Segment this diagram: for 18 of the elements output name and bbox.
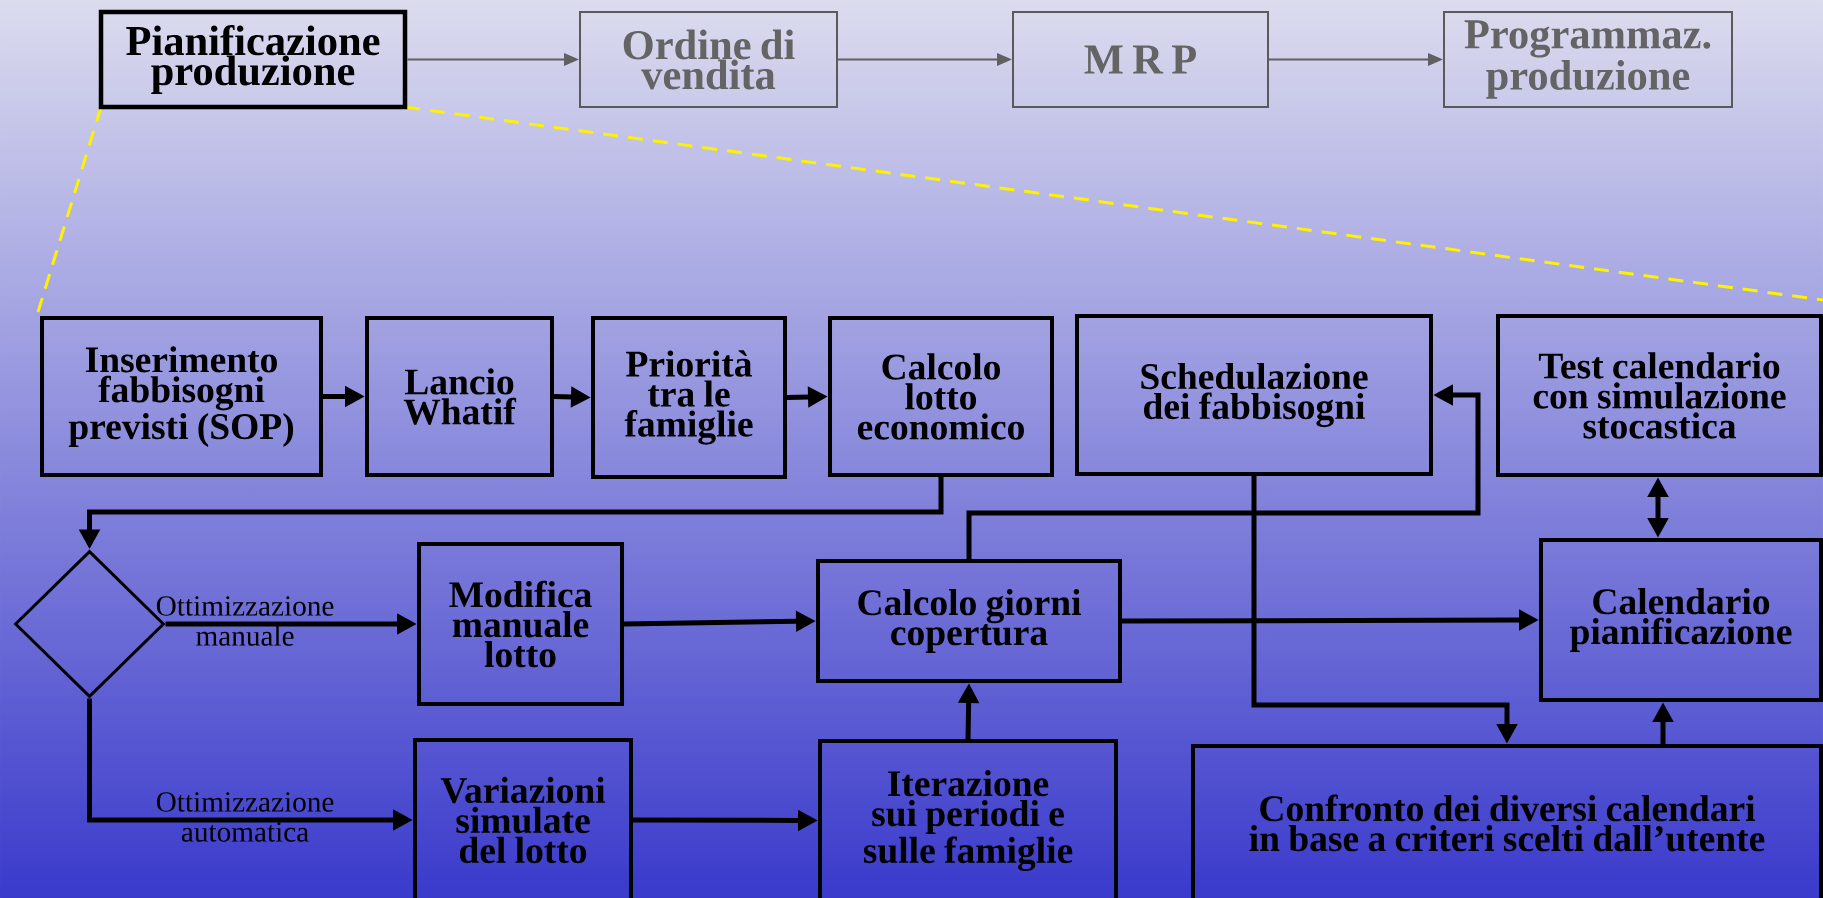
process-box: Schedulazione dei fabbisogni — [1075, 314, 1433, 476]
process-box: Calendario pianificazione — [1539, 538, 1823, 702]
process-box: Programmaz. produzione — [1443, 11, 1733, 108]
process-box: Calcolo giorni copertura — [816, 559, 1122, 683]
process-box: Modifica manuale lotto — [417, 542, 624, 706]
process-box: Lancio Whatif — [365, 316, 554, 477]
process-box: Calcolo lotto economico — [828, 316, 1054, 477]
edge-label: Ottimizzazione automatica — [156, 792, 334, 842]
process-box: Confronto dei diversi calendari in base a criteri scelti dall’utente — [1191, 744, 1823, 898]
edge-label: Ottimizzazione manuale — [156, 596, 334, 646]
process-box: Ordine di vendita — [579, 11, 838, 108]
process-box: Priorità tra le famiglie — [591, 316, 787, 479]
process-box: Pianificazione produzione — [98, 9, 408, 110]
process-box: M R P — [1012, 11, 1269, 108]
process-box: Inserimento fabbisogni previsti (SOP) — [40, 316, 323, 477]
process-box: Iterazione sui periodi e sulle famiglie — [818, 739, 1118, 898]
process-box: Variazioni simulate del lotto — [413, 738, 633, 898]
process-box: Test calendario con simulazione stocastica — [1496, 314, 1823, 477]
